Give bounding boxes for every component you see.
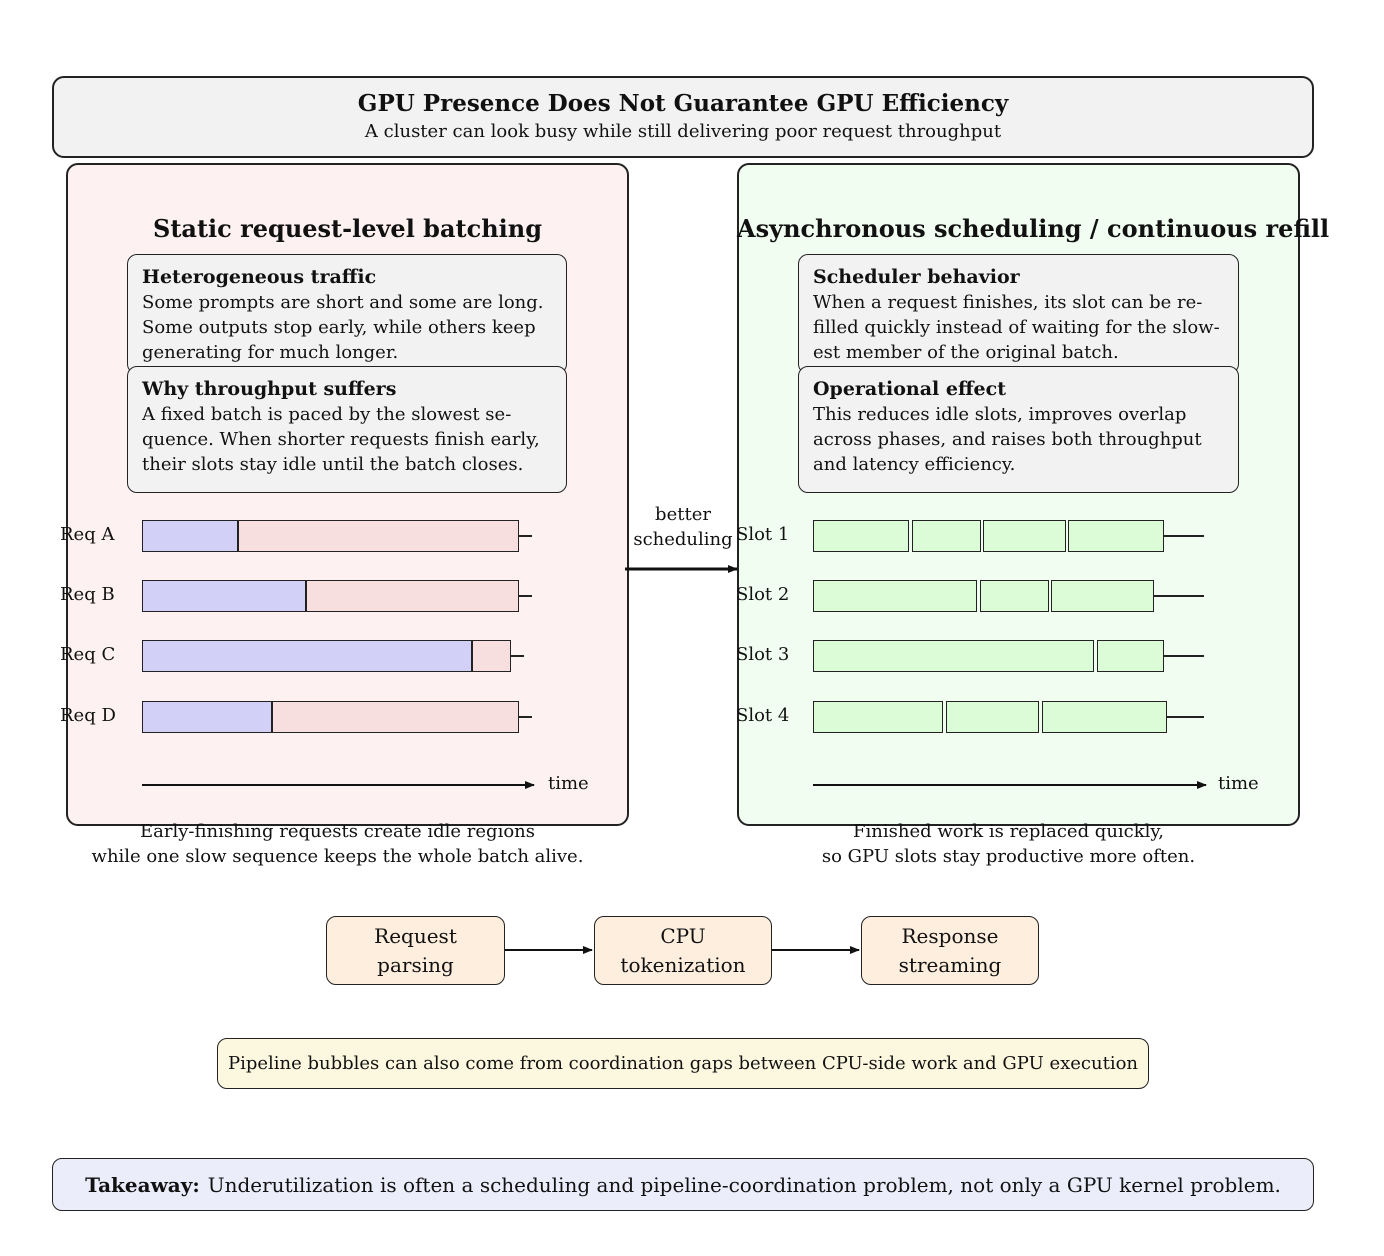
left-card2-heading: Why throughput suffers (142, 378, 397, 400)
stage-label: CPU (660, 923, 706, 948)
row-end-tick (519, 716, 532, 718)
left-caption-line: Early-finishing requests create idle reg… (139, 821, 535, 842)
stage-label: parsing (377, 952, 454, 977)
right-card2-line: This reduces idle slots, improves overla… (813, 404, 1187, 425)
left-card2-line: their slots stay idle until the batch cl… (142, 454, 524, 475)
takeaway-text: Underutilization is often a scheduling a… (207, 1172, 1281, 1197)
slot-label: Slot 1 (736, 524, 790, 545)
right-card1-line: est member of the original batch. (813, 342, 1119, 363)
work-segment (1096, 640, 1164, 672)
work-segment (1051, 580, 1155, 612)
row-label: Req B (60, 584, 115, 605)
stage-request-parsing: Request parsing (326, 916, 505, 985)
right-card1-heading: Scheduler behavior (813, 266, 1020, 288)
stage-label: streaming (898, 952, 1002, 977)
slot-tail-line (1163, 655, 1204, 657)
work-segment (813, 701, 944, 733)
busy-segment (142, 701, 273, 733)
pipeline-note: Pipeline bubbles can also come from coor… (217, 1038, 1149, 1089)
work-segment (813, 580, 977, 612)
slot-label: Slot 2 (736, 584, 790, 605)
stage-label: Response (901, 923, 999, 948)
takeaway-box: Takeaway: Underutilization is often a sc… (52, 1158, 1314, 1211)
work-segment (911, 520, 981, 552)
header-box: GPU Presence Does Not Guarantee GPU Effi… (52, 76, 1314, 158)
row-end-tick (511, 655, 525, 657)
busy-segment (142, 640, 472, 672)
idle-segment (272, 701, 519, 733)
slot-tail-line (1154, 595, 1204, 597)
busy-segment (142, 520, 239, 552)
row-end-tick (519, 595, 532, 597)
arrow-label-line: scheduling (633, 529, 733, 550)
right-time-label: time (1218, 773, 1259, 794)
stage-label: tokenization (620, 952, 746, 977)
page-title: GPU Presence Does Not Guarantee GPU Effi… (357, 90, 1009, 117)
slot-label: Slot 3 (736, 644, 790, 665)
left-card-throughput: Why throughput suffers A fixed batch is … (127, 366, 567, 493)
right-card2-heading: Operational effect (813, 378, 1006, 400)
right-card2-line: and latency efficiency. (813, 454, 1016, 475)
arrow-label-line: better (655, 504, 711, 525)
right-card2-line: across phases, and raises both throughpu… (813, 429, 1202, 450)
idle-segment (305, 580, 519, 612)
right-panel-title: Asynchronous scheduling / continuous ref… (737, 214, 1330, 243)
stage-cpu-tokenization: CPU tokenization (594, 916, 772, 985)
busy-segment (142, 580, 306, 612)
left-card1-heading: Heterogeneous traffic (142, 266, 377, 288)
left-card-heterogeneous: Heterogeneous traffic Some prompts are s… (127, 254, 567, 374)
work-segment (813, 520, 910, 552)
left-time-label: time (548, 773, 589, 794)
right-card1-line: filled quickly instead of waiting for th… (813, 317, 1220, 338)
work-segment (945, 701, 1040, 733)
row-label: Req D (60, 705, 116, 726)
idle-segment (238, 520, 519, 552)
left-card2-line: quence. When shorter requests finish ear… (142, 429, 540, 450)
left-card1-line: generating for much longer. (142, 342, 399, 363)
row-end-tick (519, 535, 532, 537)
arrow-label: better scheduling (626, 502, 740, 552)
page-subtitle: A cluster can look busy while still deli… (364, 121, 1002, 142)
left-caption-line: while one slow sequence keeps the whole … (91, 846, 584, 867)
slot-tail-line (1167, 716, 1204, 718)
idle-segment (471, 640, 512, 672)
row-label: Req A (60, 524, 115, 545)
right-card-scheduler: Scheduler behavior When a request finish… (798, 254, 1239, 374)
left-card1-line: Some prompts are short and some are long… (142, 292, 544, 313)
work-segment (1068, 520, 1164, 552)
row-label: Req C (60, 644, 116, 665)
right-card-operational: Operational effect This reduces idle slo… (798, 366, 1239, 493)
right-caption: Finished work is replaced quickly, so GP… (737, 819, 1280, 869)
right-caption-line: so GPU slots stay productive more often. (821, 846, 1196, 867)
left-panel-title: Static request-level batching (152, 214, 542, 243)
slot-label: Slot 4 (736, 705, 790, 726)
slot-tail-line (1163, 535, 1204, 537)
right-caption-line: Finished work is replaced quickly, (853, 821, 1164, 842)
work-segment (979, 580, 1049, 612)
work-segment (983, 520, 1066, 552)
work-segment (813, 640, 1094, 672)
stage-response-streaming: Response streaming (861, 916, 1039, 985)
left-caption: Early-finishing requests create idle reg… (66, 819, 609, 869)
work-segment (1041, 701, 1168, 733)
left-card1-line: Some outputs stop early, while others ke… (142, 317, 536, 338)
left-card2-line: A fixed batch is paced by the slowest se… (142, 404, 512, 425)
takeaway-label: Takeaway: (85, 1172, 200, 1197)
stage-label: Request (374, 923, 457, 948)
right-card1-line: When a request finishes, its slot can be… (813, 292, 1203, 313)
